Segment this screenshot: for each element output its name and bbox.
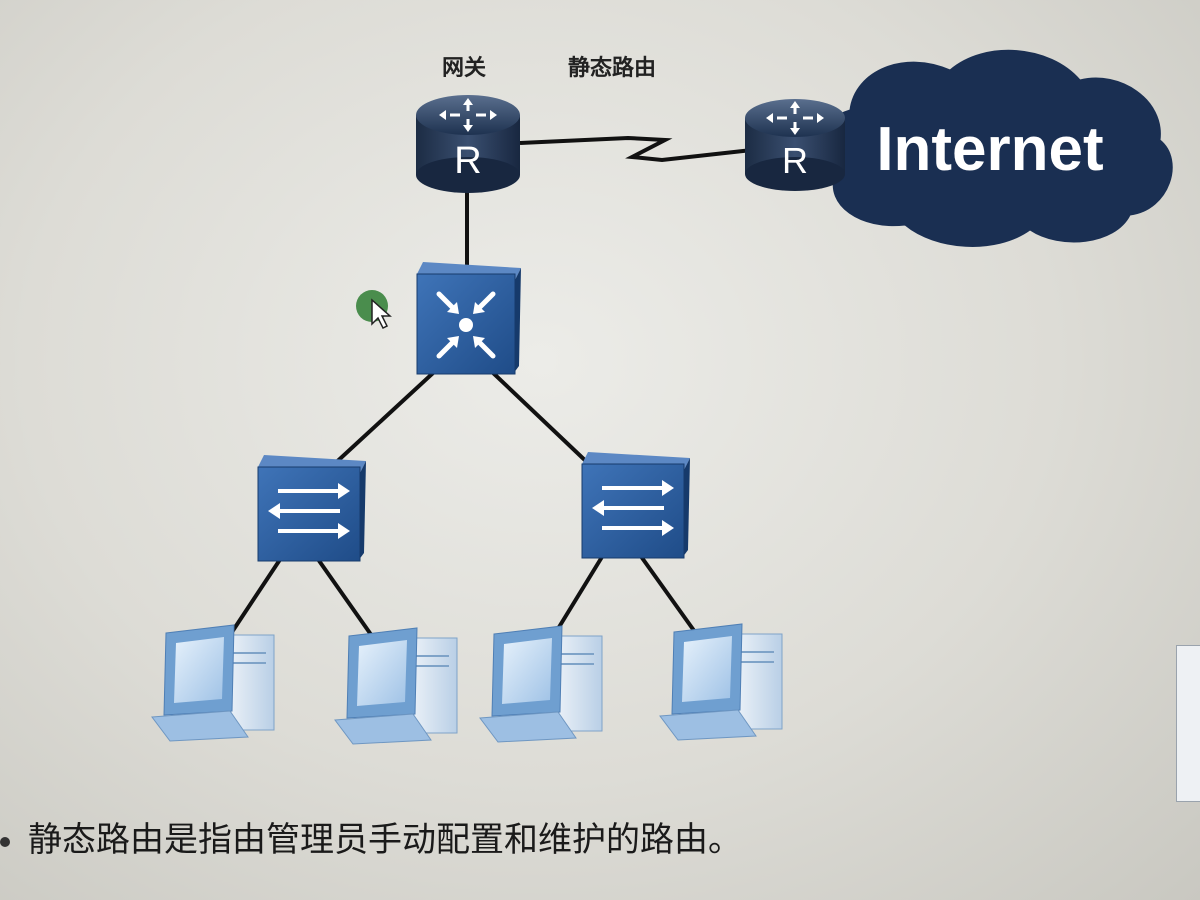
link-core-access-left [328,360,447,470]
internet-cloud: Internet [816,49,1173,247]
gateway-router-letter: R [454,140,481,182]
internet-label: Internet [876,115,1103,184]
pc-2-icon [334,627,458,745]
access-switch-left-icon [257,455,366,562]
side-panel-edge [1176,645,1200,802]
pc-1-icon [151,624,275,742]
core-switch-icon [416,262,521,375]
isp-router-letter: R [782,140,808,181]
link-access-left-pc2 [313,553,374,638]
bullet-icon [0,836,10,847]
link-static-route [519,135,753,163]
caption-line: 静态路由是指由管理员手动配置和维护的路由。 [0,812,742,861]
static-route-label: 静态路由 [568,56,657,81]
pc-4-icon [659,623,783,741]
links [230,135,753,638]
link-access-right-pc4 [638,553,697,634]
access-switch-right-icon [581,452,690,559]
pc-3-icon [479,625,603,743]
mouse-cursor-icon [356,290,392,330]
isp-router-icon: R [745,99,845,191]
link-access-right-pc3 [554,550,607,634]
caption-text: 静态路由是指由管理员手动配置和维护的路由。 [28,820,742,860]
gateway-label: 网关 [442,56,487,81]
link-core-access-right [488,368,592,467]
gateway-router-icon: R [416,95,520,193]
link-access-left-pc1 [230,550,287,634]
